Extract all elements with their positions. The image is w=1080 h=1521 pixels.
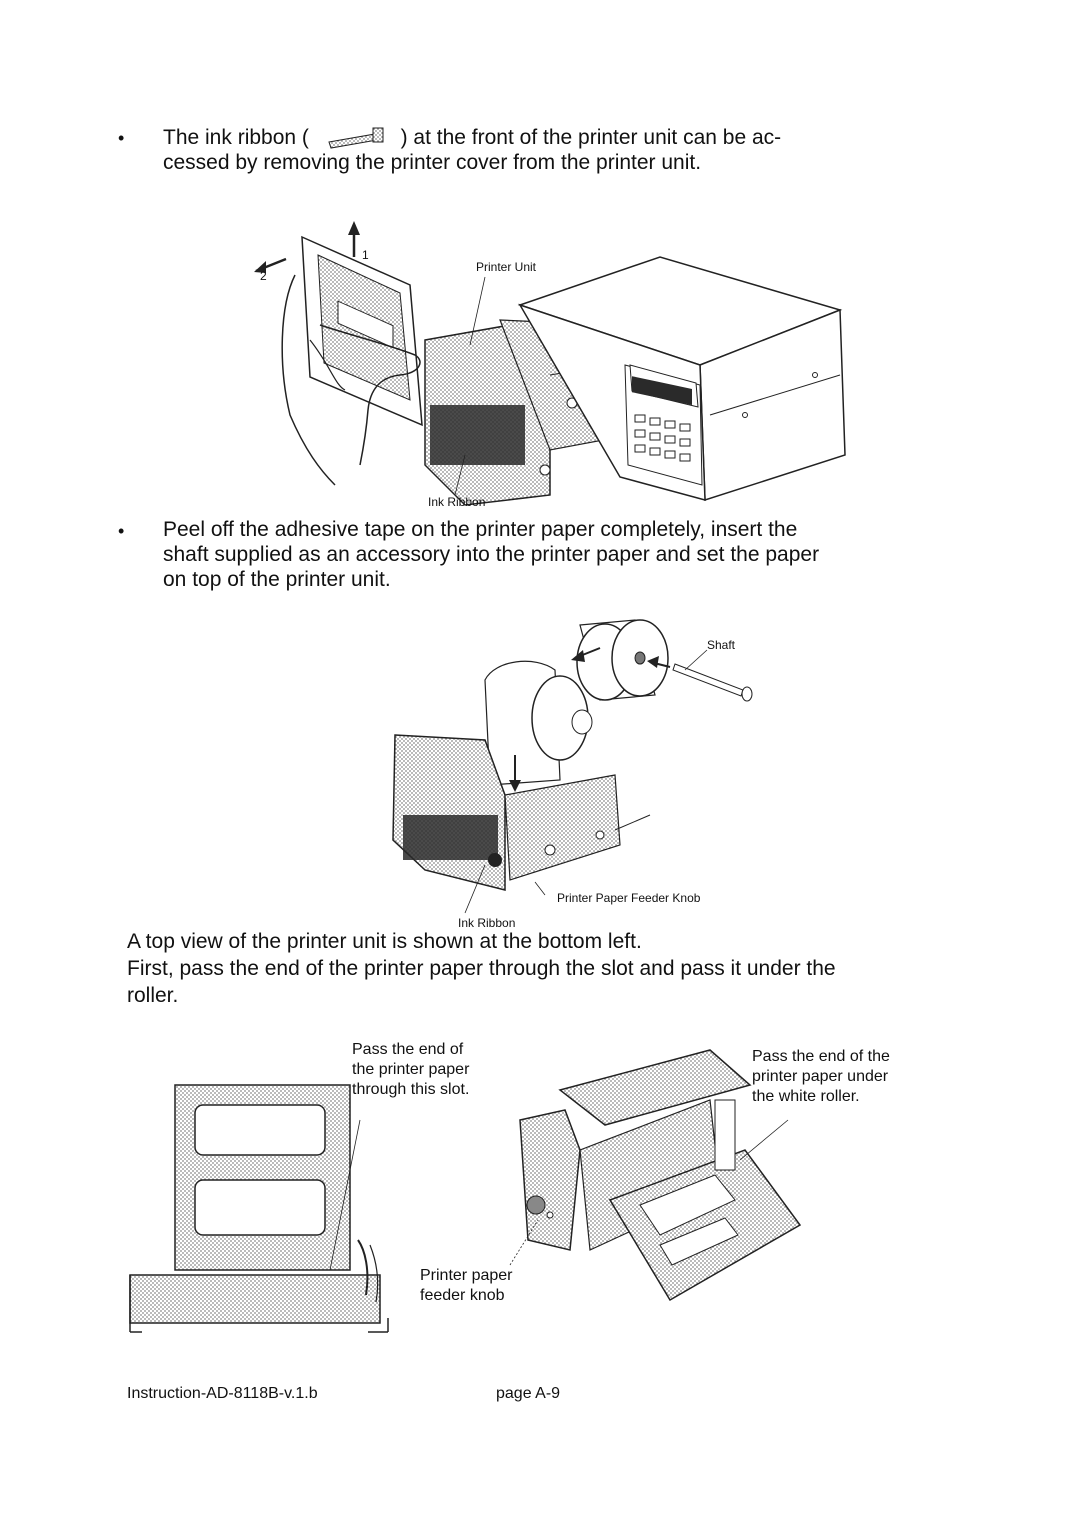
- figure-printer-unit: Printer Unit Ink Ribbon 1 2: [250, 215, 860, 515]
- bullet1-text-after: ) at the front of the printer unit can b…: [400, 126, 782, 149]
- bullet2-line1: Peel off the adhesive tape on the printe…: [163, 518, 798, 541]
- knob-label-line1: Printer paper: [420, 1267, 513, 1284]
- slot-label-line1: Pass the end of: [352, 1041, 464, 1058]
- step-1-label: 1: [362, 248, 369, 262]
- bullet1-line2: cessed by removing the printer cover fro…: [163, 151, 702, 174]
- roller-label-line2: printer paper under: [752, 1068, 889, 1085]
- footer-page-number: page A-9: [496, 1385, 561, 1402]
- bullet-marker: •: [118, 128, 125, 148]
- step-2-label: 2: [260, 269, 267, 283]
- figure-roller-view: [509, 1040, 810, 1310]
- bullet2-line3: on top of the printer unit.: [163, 568, 391, 591]
- roller-label-line1: Pass the end of the: [752, 1048, 890, 1065]
- roller-label-line3: the white roller.: [752, 1088, 860, 1105]
- slot-label: Pass the end of the printer paper throug…: [352, 1040, 469, 1100]
- knob-label-line2: feeder knob: [420, 1287, 505, 1304]
- paragraph-first-pass-line1: First, pass the end of the printer paper…: [127, 957, 836, 980]
- ink-ribbon-icon: [315, 126, 395, 149]
- bullet-marker: •: [118, 521, 125, 541]
- label-printer-unit: Printer Unit: [476, 260, 537, 274]
- roller-label: Pass the end of the printer paper under …: [752, 1047, 890, 1107]
- paragraph-first-pass-line2: roller.: [127, 984, 179, 1007]
- label-ink-ribbon-2: Ink Ribbon: [458, 916, 516, 930]
- slot-label-line3: through this slot.: [352, 1081, 470, 1098]
- label-feeder-knob: Printer Paper Feeder Knob: [557, 891, 701, 905]
- figure-top-view: [129, 1080, 390, 1340]
- bullet1-text-before: The ink ribbon (: [163, 126, 309, 149]
- label-shaft: Shaft: [707, 638, 736, 652]
- label-ink-ribbon: Ink Ribbon: [428, 495, 486, 509]
- footer-doc-id: Instruction-AD-8118B-v.1.b: [127, 1385, 318, 1402]
- bullet2-line2: shaft supplied as an accessory into the …: [163, 543, 820, 566]
- slot-label-line2: the printer paper: [352, 1061, 470, 1078]
- knob-label: Printer paper feeder knob: [420, 1266, 513, 1306]
- paragraph-top-view: A top view of the printer unit is shown …: [127, 930, 642, 953]
- bullet1-line1: The ink ribbon ( ) at the front of the p…: [163, 125, 943, 150]
- figure-paper-roll: Shaft Printer Paper Feeder Knob Ink Ribb…: [385, 610, 765, 930]
